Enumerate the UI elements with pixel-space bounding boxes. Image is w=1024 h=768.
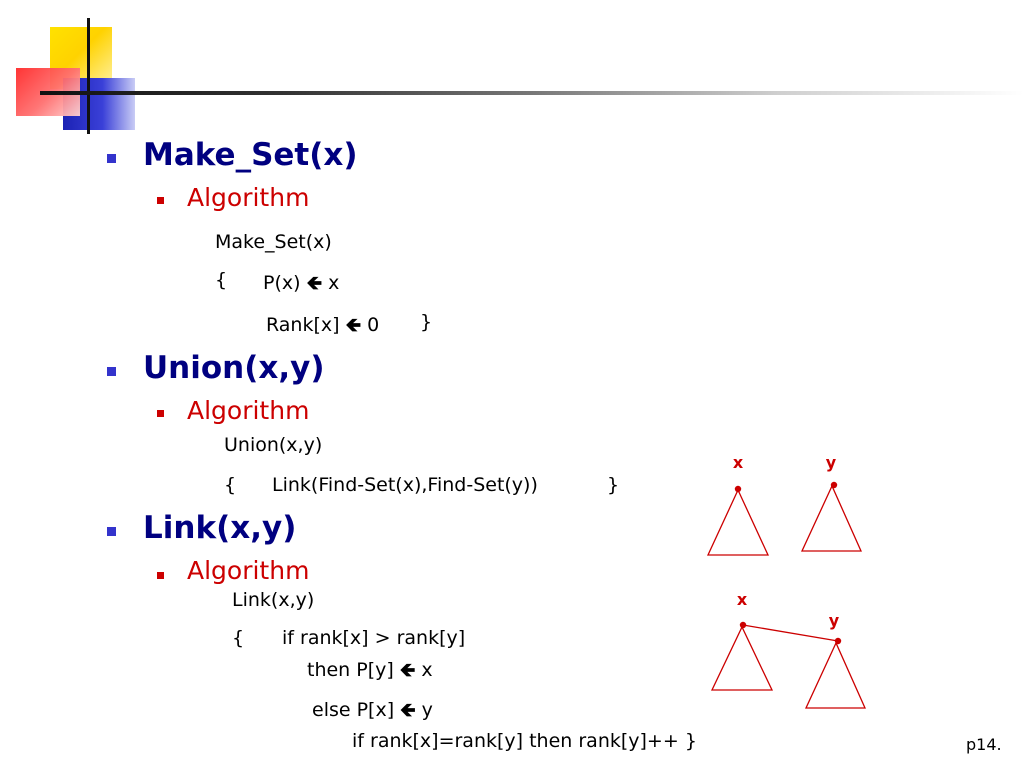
sub-bullet-square-icon — [157, 410, 164, 417]
code-token: then P[y] — [307, 659, 394, 681]
page-number: p14. — [966, 735, 1002, 754]
sub-bullet-square-icon — [157, 572, 164, 579]
code-line: } — [420, 311, 433, 333]
code-token: x — [421, 659, 433, 681]
tree-bottom-x-node — [739, 621, 747, 629]
left-arrow-icon: 🡸 — [345, 314, 362, 336]
logo-vertical-line — [87, 18, 90, 134]
bullet-square-icon — [107, 154, 116, 163]
tree-top-x-node — [734, 485, 742, 493]
tree-bottom-x-label: x — [737, 590, 748, 609]
heading-union: Union(x,y) — [143, 350, 325, 386]
code-token: P(x) — [263, 272, 301, 294]
code-line: if rank[x]=rank[y] then rank[y]++ } — [352, 730, 697, 752]
code-line: Rank[x] 🡸 0 — [266, 311, 379, 343]
heading-link: Link(x,y) — [143, 510, 297, 546]
tree-bottom-y-subtree — [804, 641, 867, 709]
code-line: Link(Find-Set(x),Find-Set(y)) — [272, 474, 538, 496]
heading-make-set: Make_Set(x) — [143, 137, 358, 173]
code-line: { — [215, 269, 228, 291]
code-token: 0 — [367, 314, 380, 336]
subheading-algorithm: Algorithm — [187, 183, 310, 212]
tree-bottom-x-subtree — [710, 625, 774, 691]
code-line: Link(x,y) — [232, 589, 315, 611]
subheading-algorithm: Algorithm — [187, 556, 310, 585]
code-line: Make_Set(x) — [215, 231, 332, 253]
code-token: Rank[x] — [266, 314, 340, 336]
tree-top-x-subtree — [706, 488, 770, 556]
tree-bottom-y-label: y — [829, 611, 840, 630]
code-line: then P[y] 🡸 x — [307, 656, 433, 688]
sub-bullet-square-icon — [157, 197, 164, 204]
tree-bottom-y-node — [834, 637, 842, 645]
code-token: else P[x] — [312, 699, 395, 721]
code-line: } — [607, 474, 620, 496]
left-arrow-icon: 🡸 — [399, 659, 416, 681]
header-rule — [40, 91, 1024, 95]
code-line: { — [224, 474, 237, 496]
tree-top-y-label: y — [826, 453, 837, 472]
bullet-square-icon — [107, 367, 116, 376]
code-token: y — [421, 699, 433, 721]
code-line: else P[x] 🡸 y — [312, 696, 433, 728]
subheading-algorithm: Algorithm — [187, 396, 310, 425]
code-line: Union(x,y) — [224, 434, 323, 456]
code-line: { — [232, 627, 245, 649]
code-line: if rank[x] > rank[y] — [282, 627, 466, 649]
bullet-square-icon — [107, 527, 116, 536]
tree-top-x-label: x — [733, 453, 744, 472]
tree-link-edge — [742, 624, 839, 642]
code-token: x — [328, 272, 340, 294]
left-arrow-icon: 🡸 — [400, 699, 416, 721]
code-line: P(x) 🡸 x — [263, 269, 339, 301]
tree-top-y-subtree — [800, 484, 863, 552]
left-arrow-icon: 🡸 — [306, 272, 323, 294]
tree-top-y-node — [830, 481, 838, 489]
